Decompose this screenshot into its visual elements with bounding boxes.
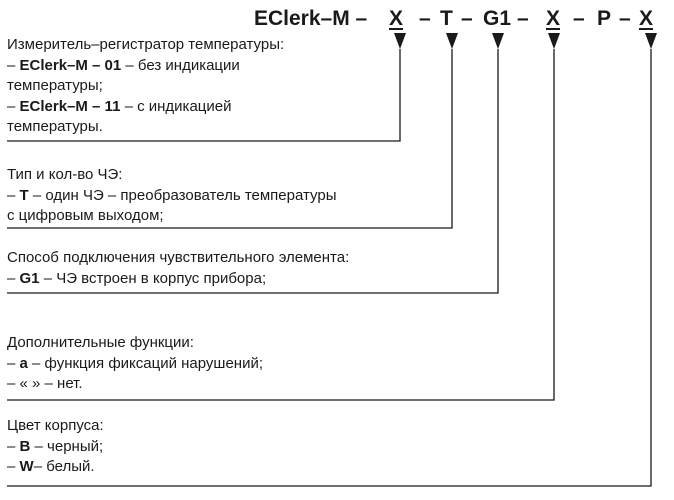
leader-sensor	[7, 49, 453, 229]
arrow-t	[446, 33, 458, 49]
leader-color	[7, 49, 652, 487]
sensor-option-t-cont: с цифровым выходом;	[7, 207, 164, 224]
code-sep2: –	[461, 7, 473, 30]
sensor-block: Тип и кол-во ЧЭ: – T – один ЧЭ – преобра…	[7, 165, 337, 227]
device-option-11-cont: температуры.	[7, 118, 103, 135]
color-option-b: – B – черный;	[7, 437, 104, 455]
functions-block: Дополнительные функции: – a – функция фи…	[7, 333, 263, 395]
code-g1: G1	[483, 7, 512, 30]
functions-title: Дополнительные функции:	[7, 334, 194, 351]
code-p: P	[597, 7, 612, 30]
color-option-w: – W– белый.	[7, 458, 95, 475]
model-code: EClerk–M – X – T – G1 – X – P – X	[254, 4, 674, 34]
color-title: Цвет корпуса:	[7, 417, 104, 434]
arrow-x3	[645, 33, 657, 49]
connection-title: Способ подключения чувствительного элеме…	[7, 249, 350, 266]
functions-option-none: – « » – нет.	[7, 375, 83, 392]
arrow-x2	[548, 33, 560, 49]
leader-functions	[7, 49, 555, 401]
leader-connection	[7, 49, 499, 294]
device-title: Измеритель–регистратор температуры:	[7, 36, 285, 53]
connection-block: Способ подключения чувствительного элеме…	[7, 248, 349, 289]
code-x2: X	[546, 7, 561, 30]
code-prefix: EClerk–M –	[254, 7, 368, 30]
arrow-x1	[394, 33, 406, 49]
code-x3: X	[639, 7, 654, 30]
device-option-11: – EClerk–M – 11 – с индикацией	[7, 97, 232, 115]
color-block: Цвет корпуса: – B – черный; – W– белый.	[7, 416, 104, 478]
code-t: T	[440, 7, 453, 30]
device-block: Измеритель–регистратор температуры: – EC…	[7, 35, 284, 138]
code-sep4: –	[573, 7, 585, 30]
functions-option-a: – a – функция фиксаций нарушений;	[7, 354, 264, 372]
code-sep3: –	[517, 7, 529, 30]
code-sep5: –	[619, 7, 631, 30]
sensor-option-t: – T – один ЧЭ – преобразователь температ…	[7, 186, 337, 204]
code-x1: X	[389, 7, 404, 30]
sensor-title: Тип и кол-во ЧЭ:	[7, 166, 123, 183]
connection-option-g1: – G1 – ЧЭ встроен в корпус прибора;	[7, 269, 267, 287]
arrow-g1	[492, 33, 504, 49]
code-sep1: –	[419, 7, 431, 30]
leader-device	[7, 49, 401, 142]
device-option-01: – EClerk–M – 01 – без индикации	[7, 56, 240, 74]
device-option-01-cont: температуры;	[7, 77, 103, 94]
